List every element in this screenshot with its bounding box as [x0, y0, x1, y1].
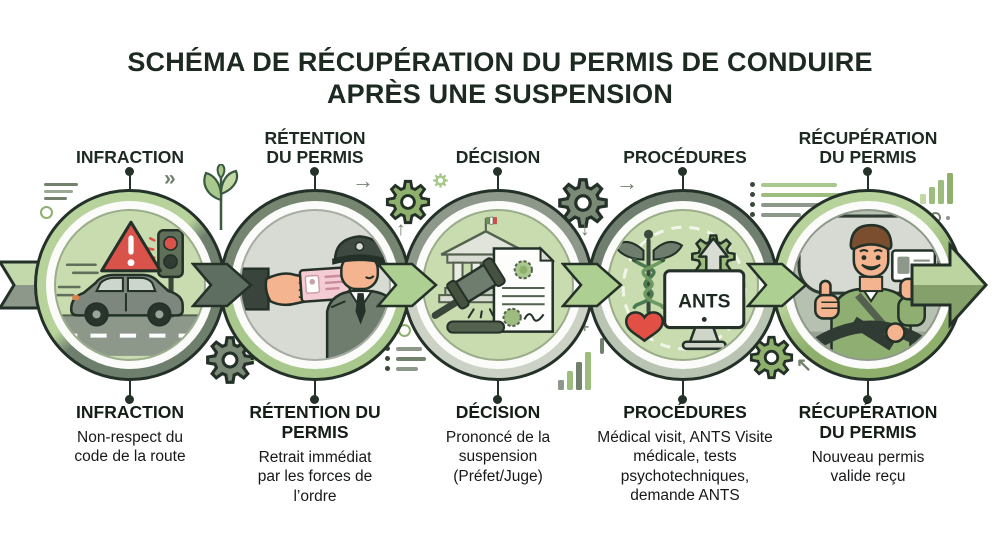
ribbon-end-arrow	[910, 241, 989, 329]
car-icon	[69, 273, 184, 327]
step-3-bottom-title: DÉCISION	[455, 402, 541, 422]
bar-chart-icon	[920, 172, 953, 204]
page-title-line1: SCHÉMA DE RÉCUPÉRATION DU PERMIS DE COND…	[127, 47, 873, 77]
license-retention-illustration	[241, 235, 389, 359]
step-3-circle	[402, 189, 594, 381]
step-2-top-pin	[310, 167, 320, 191]
page-title-line2: APRÈS UNE SUSPENSION	[326, 79, 674, 110]
gavel-icon	[431, 257, 506, 334]
page-title: SCHÉMA DE RÉCUPÉRATION DU PERMIS DE COND…	[0, 46, 1000, 111]
heart-icon	[624, 311, 664, 343]
step-5-bottom-title: RÉCUPÉRATION DU PERMIS	[798, 402, 938, 443]
flow-arrow-4-5	[746, 262, 808, 308]
step-1-bottom-block: INFRACTION Non-respect du code de la rou…	[55, 402, 205, 467]
step-1-bottom-title: INFRACTION	[76, 402, 184, 422]
step-4-bottom-title: PROCÉDURES	[623, 402, 747, 422]
ants-screen-label: ANTS	[678, 291, 731, 312]
caduceus-icon	[613, 229, 684, 314]
step-2-description: Retrait immédiat par les forces de l’ord…	[257, 449, 373, 505]
step-5-bottom-block: RÉCUPÉRATION DU PERMIS Nouveau permis va…	[790, 402, 946, 487]
list-decoration-icon	[750, 182, 845, 222]
step-3-top-pin	[493, 167, 503, 191]
step-4-bottom-pin	[678, 380, 688, 404]
steering-wheel-icon	[803, 316, 937, 355]
police-officer-icon	[325, 235, 389, 359]
step-1-bottom-pin	[125, 380, 135, 404]
step-1-circle	[34, 189, 226, 381]
step-3-top-label: DÉCISION	[455, 147, 541, 168]
hair	[849, 223, 893, 251]
arrow-right-icon: →	[616, 170, 638, 195]
step-2-bottom-pin	[310, 380, 320, 404]
step-5-bottom-pin	[863, 380, 873, 404]
arrow-down-icon: ↓	[580, 219, 590, 240]
warning-triangle-icon	[100, 220, 162, 273]
flow-arrow-2-3	[376, 262, 438, 308]
decision-illustration	[431, 216, 556, 334]
step-1-description: Non-respect du code de la route	[74, 429, 186, 466]
lines-decoration-icon	[44, 183, 78, 204]
arrow-up-left-icon: ↖	[796, 355, 812, 376]
gear-icon	[206, 336, 254, 384]
thumbs-up-icon	[814, 279, 840, 320]
step-4-top-pin	[678, 167, 688, 191]
step-2-circle	[219, 189, 411, 381]
circle-decoration-icon	[40, 206, 53, 219]
seal-icon	[502, 307, 522, 328]
small-gear-icon	[433, 173, 448, 188]
gear-icon	[385, 179, 431, 225]
step-3-description: Prononcé de la suspension (Préfet/Juge)	[445, 429, 551, 485]
step-2-top-label: RÉTENTION DU PERMIS	[264, 127, 366, 168]
license-recovery-illustration	[794, 214, 942, 359]
double-chevron-icon: »	[164, 167, 176, 190]
step-4-top-label: PROCÉDURES	[623, 147, 747, 168]
signature	[523, 313, 545, 322]
arrow-up-icon: ↑	[396, 219, 406, 240]
step-5-top-label: RÉCUPÉRATION DU PERMIS	[798, 127, 938, 168]
procedures-illustration: ANTS	[613, 225, 747, 351]
gear-icon	[558, 178, 608, 228]
plant-sprout-icon	[203, 164, 239, 230]
step-4-description: Médical visit, ANTS Visite médicale, tes…	[597, 429, 773, 504]
step-4-bottom-block: PROCÉDURES Médical visit, ANTS Visite mé…	[586, 402, 784, 505]
flow-arrow-1-2	[191, 262, 253, 308]
step-1-top-label: INFRACTION	[76, 147, 184, 168]
decree-document-icon	[492, 246, 556, 333]
car-infraction-illustration	[56, 220, 204, 356]
arrow-right-icon: →	[352, 168, 374, 193]
cap-badge-icon	[354, 241, 365, 252]
plus-decoration-icon: +	[580, 319, 590, 336]
step-5-top-pin	[863, 167, 873, 191]
step-3-bottom-pin	[493, 380, 503, 404]
step-5-description: Nouveau permis valide reçu	[811, 449, 925, 486]
ants-monitor-icon: ANTS	[663, 269, 746, 351]
step-1-top-pin	[125, 167, 135, 191]
dot-decoration	[946, 216, 950, 220]
flow-arrow-3-4	[561, 262, 623, 308]
gear-icon	[749, 335, 794, 380]
list-decoration-icon	[385, 346, 426, 376]
tick-decoration	[600, 338, 604, 354]
step-2-bottom-title: RÉTENTION DU PERMIS	[249, 402, 381, 443]
step-2-bottom-block: RÉTENTION DU PERMIS Retrait immédiat par…	[248, 402, 382, 506]
step-3-bottom-block: DÉCISION Prononcé de la suspension (Préf…	[423, 402, 573, 486]
speed-lines-icon	[56, 263, 99, 297]
bar-chart-icon	[558, 350, 591, 390]
step-4-circle: ANTS	[587, 189, 779, 381]
